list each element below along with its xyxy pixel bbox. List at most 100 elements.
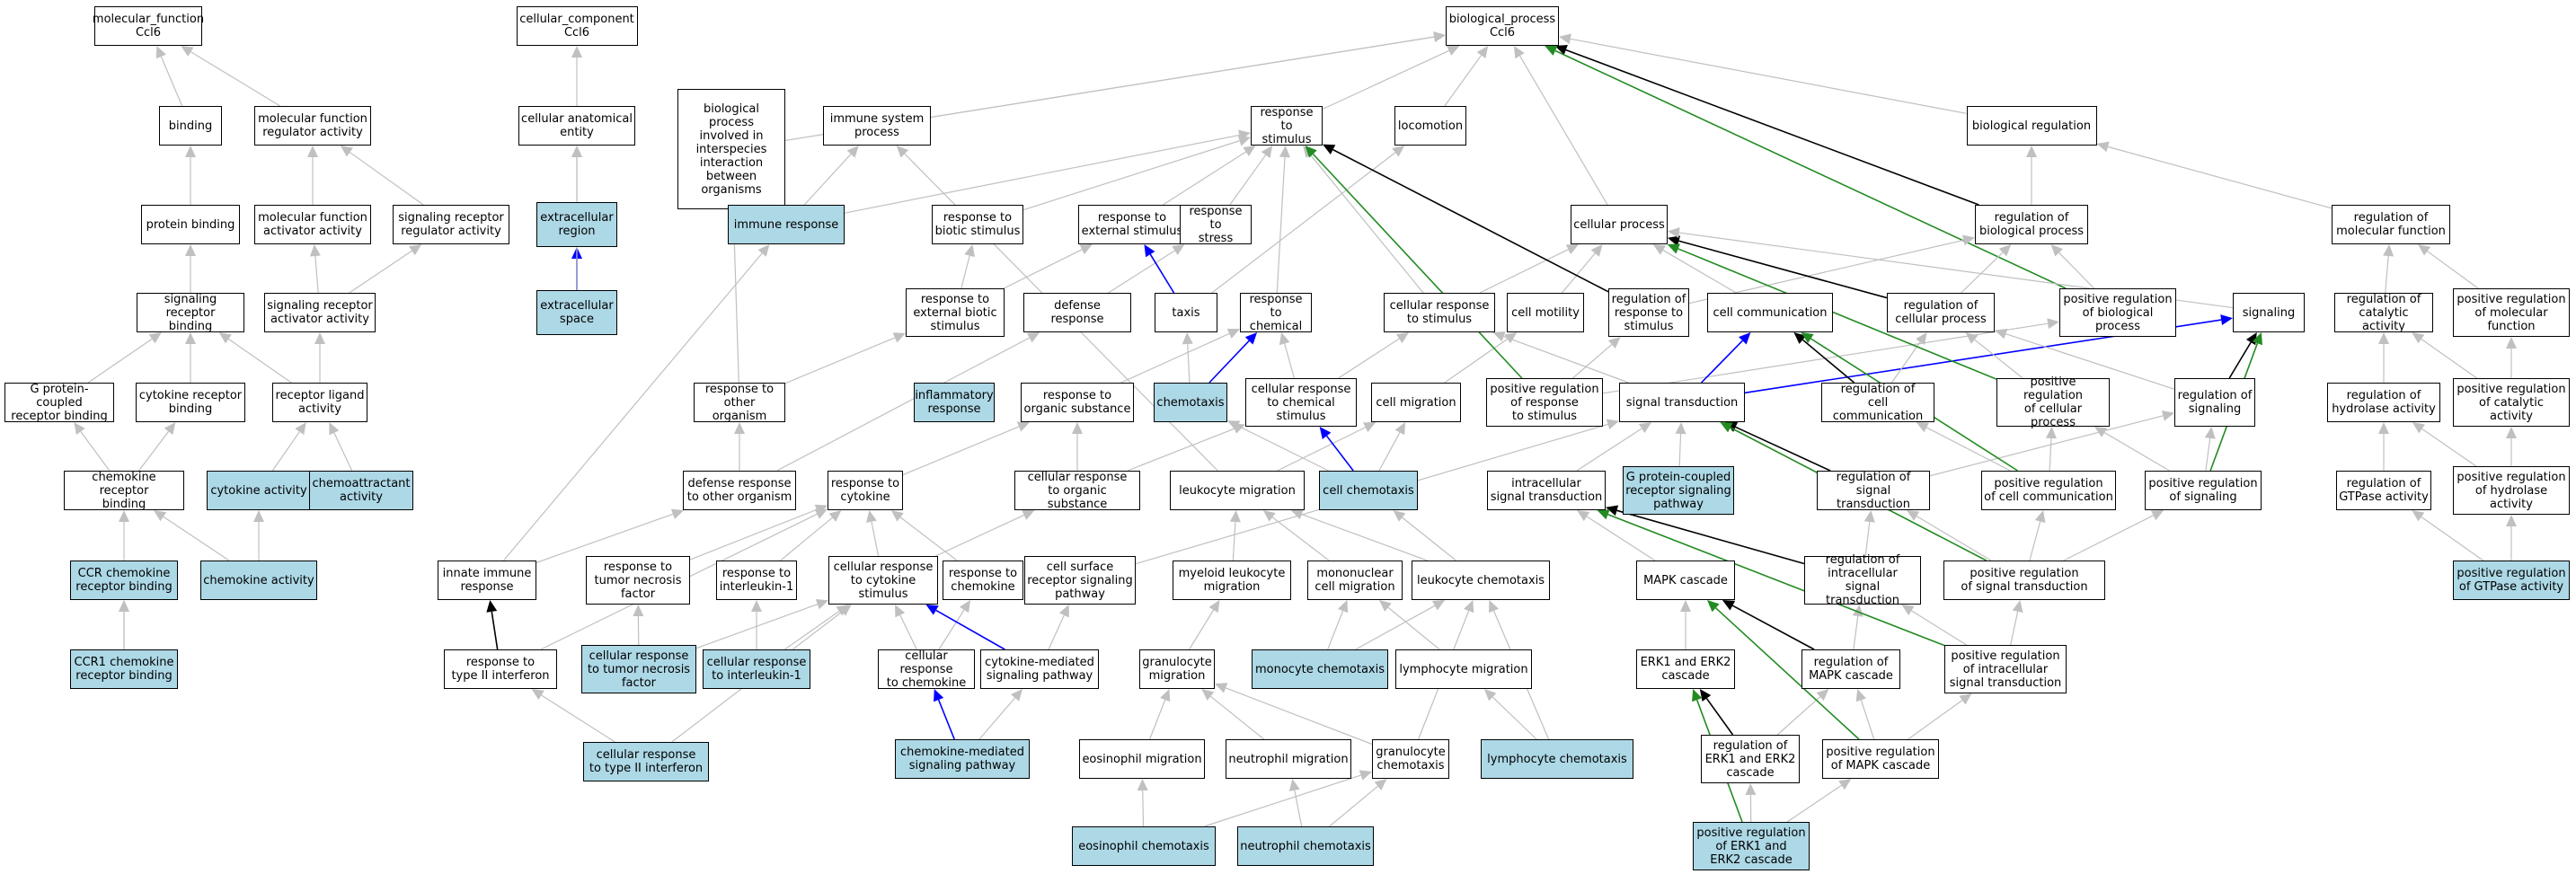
edge-line (1309, 154, 1424, 294)
node-bp-interspecies: biological process involved in interspec… (677, 89, 785, 209)
node-mf-activator-activity: molecular function activator activity (254, 205, 371, 244)
edge-line (1586, 516, 1656, 561)
edge-line (1149, 699, 1166, 740)
edge-arrowhead (1201, 689, 1215, 701)
edge-cytokine_receptor_binding-to-signaling_receptor_binding (185, 332, 196, 383)
edge-line (1662, 250, 1737, 294)
edge-arrowhead (2204, 427, 2216, 439)
edge-line (871, 521, 880, 557)
edge-line (1322, 49, 1449, 110)
edge-signal_transduction-to-cell_communication (1700, 332, 1751, 384)
edge-arrowhead (925, 605, 939, 615)
edge-cellular_process-to-biological_process (1513, 46, 1608, 206)
edge-response_to_tumor_necrosis_factor-to-response_to_cytokine (689, 504, 828, 561)
edge-cellular_response_to_tnf-to-response_to_tumor_necrosis_factor (633, 605, 644, 646)
edge-line (541, 694, 615, 743)
edge-arrowhead (2026, 146, 2037, 157)
edge-line (271, 431, 300, 472)
edge-regulation_of_cell_communication-to-cell_communication (1793, 332, 1855, 384)
node-response-to-chemokine: response to chemokine (943, 561, 1023, 600)
edge-granulocyte_chemotaxis-to-granulocyte_migration (1215, 683, 1373, 746)
edge-arrowhead (1916, 422, 1929, 433)
edge-arrowhead (253, 510, 264, 522)
edge-arrowhead (1668, 235, 1681, 247)
node-defense-response: defense response (1023, 293, 1131, 332)
node-cellular-process: cellular process (1571, 205, 1668, 244)
edge-regulation_of_gtpase_activity-to-regulation_of_hydrolase_activity (2378, 422, 2389, 471)
node-response-to-interleukin-1: response to interleukin-1 (716, 561, 797, 600)
edge-arrowhead (409, 244, 422, 256)
edge-regulation_of_catalytic_activity-to-regulation_of_molecular_function (2383, 244, 2395, 294)
edge-line (1127, 428, 1235, 472)
edge-cell_chemotaxis-to-cellular_response_to_chemical_stimulus (1319, 427, 1354, 472)
edge-arrowhead (218, 332, 232, 344)
node-response-to-type-ii-interferon: response to type II interferon (444, 649, 557, 689)
edge-line (937, 699, 955, 740)
edge-arrowhead (1229, 510, 1241, 523)
edge-cellular_response_to_type_ii_interferon-to-response_to_type_ii_interferon (531, 689, 615, 743)
edge-arrowhead (2012, 600, 2023, 613)
edge-arrowhead (74, 422, 85, 436)
node-response-to-tumor-necrosis-factor: response to tumor necrosis factor (586, 556, 690, 605)
edge-arrowhead (1488, 600, 1500, 614)
edge-immune_system_process-to-biological_process (930, 31, 1446, 119)
edge-arrowhead (1652, 244, 1666, 255)
edge-line (1163, 151, 1246, 206)
edge-line (1735, 426, 1831, 472)
edge-monocyte_chemotaxis-to-leukocyte_chemotaxis (1355, 600, 1446, 650)
edge-signaling_receptor_regulator_activity-to-mf_reg_activity (340, 146, 424, 206)
edge-chemokine_activity-to-cytokine_activity (253, 510, 264, 561)
edge-line (783, 610, 840, 650)
edge-arrowhead (2094, 427, 2108, 437)
edge-locomotion-to-biological_process (1444, 46, 1489, 107)
edge-arrowhead (1959, 693, 1972, 705)
edge-arrowhead (329, 422, 340, 436)
edge-line (1576, 428, 1642, 472)
edge-lymphocyte_migration-to-mononuclear_cell_migration (1378, 600, 1440, 650)
edge-arrowhead (1172, 244, 1185, 256)
edge-arrowhead (1394, 422, 1406, 436)
node-regulation-of-response-to-stimulus: regulation of response to stimulus (1608, 288, 1689, 337)
edge-positive_regulation_of_gtpase_activity-to-positive_regulation_of_hydrolase_activity (2506, 515, 2517, 561)
node-response-to-other-organism: response to other organism (694, 383, 785, 423)
edge-line (1570, 38, 1967, 114)
edge-arrowhead (1022, 510, 1035, 520)
node-response-to-stimulus: response to stimulus (1251, 106, 1323, 146)
edge-arrowhead (185, 146, 196, 157)
edge-mononuclear_cell_migration-to-leukocyte_migration (1262, 510, 1330, 561)
node-cell-motility: cell motility (1507, 293, 1584, 332)
edge-line (228, 338, 292, 384)
edge-receptor_ligand_activity-to-signaling_receptor_binding (218, 332, 292, 384)
edge-line (1715, 607, 1860, 740)
edge-line (1225, 687, 1373, 746)
edge-arrowhead (1906, 510, 1920, 521)
node-cytokine-activity: cytokine activity (207, 471, 311, 510)
edge-arrowhead (154, 510, 167, 522)
edge-line (2049, 437, 2052, 472)
node-monocyte-chemotaxis: monocyte chemotaxis (1252, 649, 1388, 689)
edge-arrowhead (964, 244, 975, 258)
edge-arrowhead (896, 146, 909, 158)
edge-line (1022, 140, 1240, 211)
edge-arrowhead (1692, 689, 1703, 702)
edge-line (1890, 341, 1921, 384)
edge-regulation_of_mapk_cascade-to-mapk_cascade (1722, 600, 1815, 650)
edge-arrowhead (1323, 144, 1336, 154)
edge-immune_response-to-immune_system_process (803, 146, 859, 206)
edge-line (899, 516, 958, 561)
edge-arrowhead (1261, 146, 1273, 159)
edge-line (333, 432, 353, 472)
edge-regulation_of_biological_process-to-biological_process (1554, 44, 1979, 206)
edge-line (1974, 339, 2023, 379)
node-regulation-of-catalytic-activity: regulation of catalytic activity (2334, 293, 2433, 333)
edge-arrowhead (2161, 411, 2174, 421)
edge-arrowhead (185, 332, 196, 344)
edge-arrowhead (1359, 770, 1372, 781)
edge-arrowhead (734, 422, 745, 434)
edge-regulation_of_intracellular_signal_transduction-to-intracellular_signal_transduction (1606, 505, 1805, 565)
edge-arrowhead (1706, 600, 1720, 613)
edge-line (1211, 152, 1396, 294)
edge-line (1911, 610, 1967, 646)
edge-leukocyte_chemotaxis-to-cell_chemotaxis (1393, 510, 1456, 561)
node-granulocyte-migration: granulocyte migration (1139, 649, 1215, 689)
